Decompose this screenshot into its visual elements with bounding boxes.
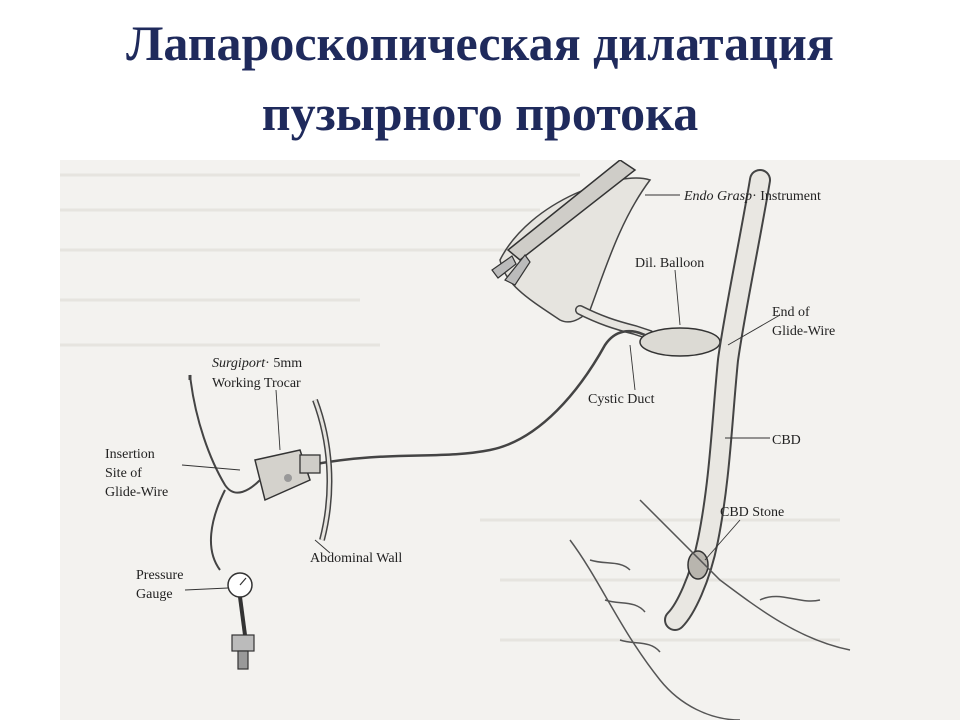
- working-trocar: [254, 449, 321, 502]
- label-glide-wire-insertion: Glide-Wire: [105, 485, 168, 500]
- label-glide-wire: Glide-Wire: [772, 324, 835, 339]
- medical-illustration: Endo Grasp· Instrument Dil. Balloon End …: [60, 159, 960, 721]
- cbd-stone: [687, 550, 709, 580]
- glide-wire-catheter: [309, 329, 646, 467]
- dilation-balloon: [639, 327, 721, 357]
- label-gauge: Gauge: [136, 587, 173, 602]
- slide-title: Лапароскопическая дилатация пузырного пр…: [0, 8, 960, 148]
- title-line-2: пузырного протока: [261, 85, 699, 141]
- label-endo-grasp: Endo Grasp· Instrument: [683, 189, 821, 204]
- label-cystic-duct: Cystic Duct: [588, 392, 655, 407]
- label-site-of: Site of: [105, 466, 142, 481]
- label-working-trocar: Working Trocar: [212, 376, 301, 391]
- label-insertion: Insertion: [105, 447, 155, 462]
- pressure-gauge: [227, 572, 255, 670]
- label-end-of: End of: [772, 305, 810, 320]
- label-dil-balloon: Dil. Balloon: [635, 256, 704, 271]
- duodenum: [569, 499, 851, 721]
- illustration-svg: Endo Grasp· Instrument Dil. Balloon End …: [60, 159, 851, 721]
- endo-grasp-instrument: [491, 159, 637, 286]
- label-pressure: Pressure: [136, 568, 183, 583]
- label-cbd: CBD: [772, 433, 801, 448]
- label-abdominal-wall: Abdominal Wall: [310, 551, 402, 566]
- leader-lines: [181, 194, 781, 591]
- tubing: [189, 374, 261, 494]
- title-line-1: Лапароскопическая дилатация: [126, 15, 834, 71]
- label-cbd-stone: CBD Stone: [720, 505, 784, 520]
- label-surgiport: Surgiport· 5mm: [212, 356, 302, 371]
